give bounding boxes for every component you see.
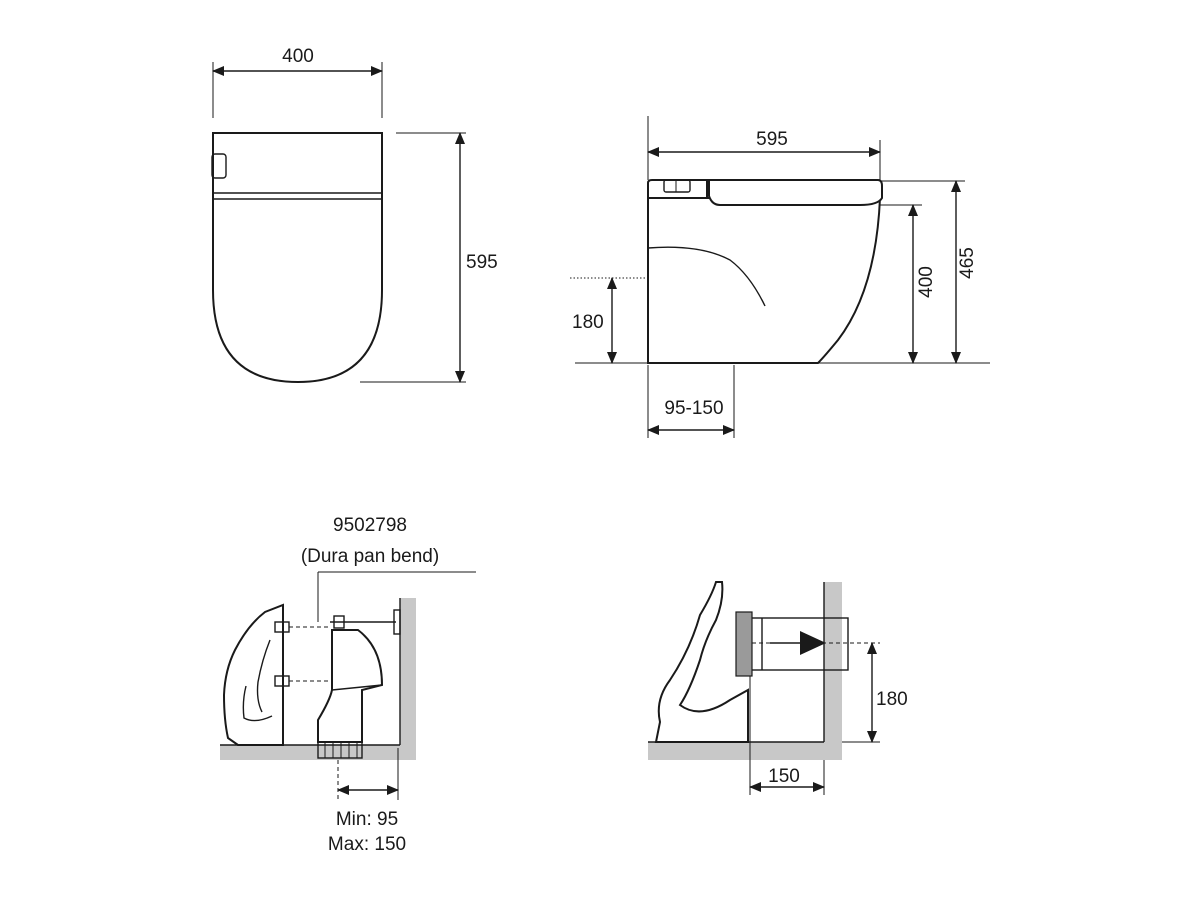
top-body-outline <box>212 132 383 384</box>
pan-trap-curve <box>256 639 271 713</box>
part-number-label: 9502798 <box>333 515 407 536</box>
pan-outline <box>222 603 284 746</box>
flow-arrow-icon <box>800 631 826 655</box>
pan-bowl-curve <box>242 685 273 722</box>
side-tank-lid <box>647 179 708 199</box>
side-length-label: 595 <box>756 129 788 150</box>
floor-outlet-install: 9502798 (Dura pan bend) Min <box>220 515 476 855</box>
side-outlet-setback-label: 95-150 <box>664 398 723 419</box>
wall-outlet-setback-label: 150 <box>768 766 800 787</box>
fixing-nut <box>333 615 345 629</box>
top-depth-label: 595 <box>466 252 498 273</box>
min-setback-label: Min: 95 <box>336 809 398 830</box>
wall-plate <box>393 609 401 635</box>
wall-section <box>824 582 842 760</box>
side-total-height-label: 465 <box>957 247 978 279</box>
control-button-icon <box>663 179 691 193</box>
pan-bend-spigot <box>317 741 363 759</box>
control-panel-icon <box>211 153 227 179</box>
max-setback-label: Max: 150 <box>328 834 406 855</box>
part-name-label: (Dura pan bend) <box>301 546 439 567</box>
side-seat-lid <box>708 179 883 206</box>
wall-section <box>400 598 416 760</box>
top-view: 400 595 <box>211 46 498 384</box>
internal-trapway-curve <box>647 246 766 307</box>
side-seat-height-label: 400 <box>916 266 937 298</box>
pan-outline <box>654 581 749 743</box>
side-outlet-height-label: 180 <box>572 312 604 333</box>
side-view: 595 465 400 180 95-150 <box>570 116 990 438</box>
side-body-outline <box>647 197 882 364</box>
pan-bend-joint <box>331 684 383 691</box>
top-width-label: 400 <box>282 46 314 67</box>
wall-outlet-install: 180 150 <box>648 581 908 795</box>
wall-outlet-height-label: 180 <box>876 689 908 710</box>
outlet-seal <box>735 611 753 677</box>
floor-section <box>648 742 842 760</box>
pan-bend-outline <box>317 629 384 743</box>
